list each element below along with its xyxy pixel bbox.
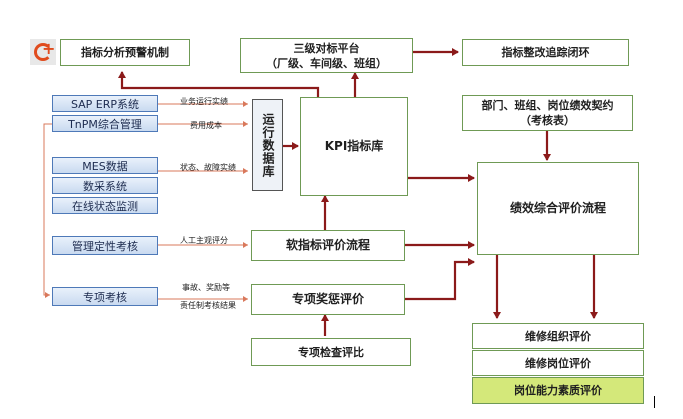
special-check-box: 专项检查评比 bbox=[251, 338, 411, 366]
qualitative-assessment-source: 管理定性考核 bbox=[52, 236, 158, 255]
brand-logo-icon: + bbox=[30, 39, 56, 65]
business-label: 业务运行实绩 bbox=[180, 97, 228, 106]
overall-evaluation-label: 绩效综合评价流程 bbox=[509, 201, 606, 215]
sap-label: SAP ERP系统 bbox=[70, 97, 140, 111]
soft-indicator-label: 软指标评价流程 bbox=[285, 238, 370, 252]
kpi-library-box: KPI指标库 bbox=[300, 97, 408, 196]
post-evaluation-box: 维修岗位评价 bbox=[472, 350, 644, 376]
three-level-platform-box: 三级对标平台 （厂级、车间级、班组） bbox=[240, 38, 413, 73]
special-assessment-source: 专项考核 bbox=[52, 287, 158, 306]
subjective-label: 人工主观评分 bbox=[180, 236, 228, 245]
post-evaluation-label: 维修岗位评价 bbox=[525, 356, 591, 370]
accident-label-line1: 事故、奖励等 bbox=[182, 283, 230, 292]
collect-label: 数采系统 bbox=[83, 179, 127, 193]
mes-label: MES数据 bbox=[82, 159, 128, 173]
tnpm-source: TnPM综合管理 bbox=[52, 115, 158, 132]
contract-subtitle: （考核表） bbox=[520, 114, 575, 127]
sap-erp-source: SAP ERP系统 bbox=[52, 95, 158, 112]
kpi-library-label: KPI指标库 bbox=[324, 139, 384, 153]
warning-label: 指标分析预警机制 bbox=[81, 46, 169, 59]
special-reward-label: 专项奖惩评价 bbox=[291, 292, 364, 306]
special-check-label: 专项检查评比 bbox=[298, 345, 364, 359]
ability-evaluation-box: 岗位能力素质评价 bbox=[472, 377, 644, 404]
tnpm-label: TnPM综合管理 bbox=[68, 117, 142, 131]
special-label: 专项考核 bbox=[83, 290, 127, 304]
warning-mechanism-box: 指标分析预警机制 bbox=[60, 39, 190, 66]
status-label: 状态、故障实绩 bbox=[180, 163, 236, 172]
arrow-reward-to-overall bbox=[405, 258, 475, 301]
org-evaluation-box: 维修组织评价 bbox=[472, 323, 644, 349]
ability-evaluation-label: 岗位能力素质评价 bbox=[514, 384, 602, 397]
mes-source: MES数据 bbox=[52, 157, 158, 174]
connector-left-bracket bbox=[43, 123, 52, 298]
online-label: 在线状态监测 bbox=[72, 199, 138, 213]
qualitative-label: 管理定性考核 bbox=[72, 239, 138, 253]
cost-label: 费用成本 bbox=[190, 121, 222, 130]
corner-mark bbox=[654, 396, 655, 408]
run-database-label: 运行数据库 bbox=[261, 112, 275, 178]
run-database-box: 运行数据库 bbox=[252, 99, 283, 191]
platform-subtitle: （厂级、车间级、班组） bbox=[266, 56, 387, 70]
platform-title: 三级对标平台 bbox=[293, 41, 360, 55]
contract-title: 部门、班组、岗位绩效契约 bbox=[481, 99, 614, 112]
performance-contract-box: 部门、班组、岗位绩效契约 （考核表） bbox=[462, 95, 633, 131]
overall-evaluation-box: 绩效综合评价流程 bbox=[477, 162, 639, 255]
data-collect-source: 数采系统 bbox=[52, 177, 158, 194]
special-reward-box: 专项奖惩评价 bbox=[251, 284, 405, 315]
closed-loop-box: 指标整改追踪闭环 bbox=[462, 39, 629, 66]
soft-indicator-box: 软指标评价流程 bbox=[251, 230, 405, 261]
closed-loop-label: 指标整改追踪闭环 bbox=[501, 46, 590, 59]
org-evaluation-label: 维修组织评价 bbox=[525, 329, 591, 343]
arrow-kpi-to-warning bbox=[118, 71, 320, 97]
online-monitor-source: 在线状态监测 bbox=[52, 197, 158, 214]
accident-label-line2: 责任制考核结果 bbox=[180, 301, 236, 310]
